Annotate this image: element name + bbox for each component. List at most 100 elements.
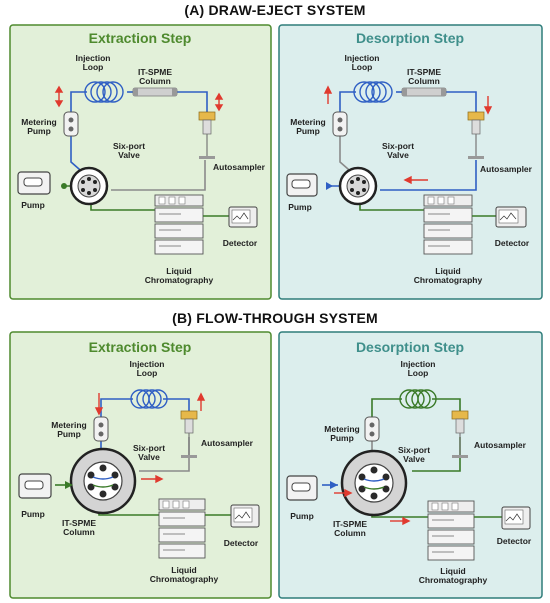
metering-pump: [364, 416, 380, 442]
column-label: Column: [63, 527, 95, 537]
flow-arrow: [214, 92, 224, 112]
injection-loop: [353, 81, 393, 103]
step-title: Desorption Step: [356, 30, 464, 46]
detector: [205, 504, 260, 528]
detector: [474, 506, 531, 530]
it-spme-column: [132, 87, 178, 97]
injection-loop-label: Loop: [83, 62, 104, 72]
detector-label: Detector: [223, 238, 258, 248]
flow-arrow: [323, 85, 333, 104]
lc-label: Liquid: [166, 266, 192, 276]
pump: [17, 171, 67, 195]
step-title: Extraction Step: [89, 339, 192, 355]
column-label: Column: [139, 76, 171, 86]
autosampler-label: Autosampler: [474, 440, 527, 450]
liquid-chromatograph: [158, 498, 206, 559]
panel-frame: [9, 331, 272, 599]
detector-label: Detector: [495, 238, 530, 248]
liquid-chromatograph: [154, 194, 204, 255]
six-port-valve: [338, 166, 378, 206]
pump-label: Pump: [21, 200, 45, 210]
flow-arrow: [483, 96, 493, 115]
flow-arrow: [334, 488, 353, 498]
lc-label: Chromatography: [414, 275, 483, 285]
metering-pump-label: Pump: [57, 429, 81, 439]
detector-label: Detector: [224, 538, 259, 548]
lc-label: Chromatography: [145, 275, 214, 285]
flow-arrow: [141, 474, 164, 484]
valve-label: Six-port: [382, 141, 414, 151]
column-label: IT-SPME: [333, 519, 367, 529]
metering-pump-label: Metering: [290, 117, 325, 127]
injection-loop: [84, 81, 124, 103]
pump-label: Pump: [21, 509, 45, 519]
metering-pump: [63, 111, 79, 137]
section-title-draw-eject: (A) DRAW-EJECT SYSTEM: [184, 2, 366, 18]
step-title: Desorption Step: [356, 339, 464, 355]
injection-loop-label: Injection: [130, 359, 165, 369]
pump: [18, 473, 73, 499]
autosampler: [198, 111, 216, 159]
valve-label: Valve: [403, 454, 425, 464]
valve-label: Valve: [387, 150, 409, 160]
autosampler-label: Autosampler: [213, 162, 266, 172]
injection-loop-label: Injection: [401, 359, 436, 369]
autosampler: [467, 111, 485, 159]
lc-label: Liquid: [435, 266, 461, 276]
flow-arrow: [196, 392, 206, 411]
panel-b-desorption: Desorption Step Injection Loop Metering …: [278, 331, 543, 599]
liquid-chromatograph: [423, 194, 473, 255]
six-port-valve: [69, 447, 137, 515]
panel-b-extraction: Extraction Step Injection Loop Metering …: [9, 331, 272, 599]
six-port-valve: [69, 166, 109, 206]
flow-arrow: [403, 175, 428, 185]
metering-pump: [332, 111, 348, 137]
pump-label: Pump: [288, 202, 312, 212]
lc-label: Liquid: [440, 566, 466, 576]
column-label: IT-SPME: [138, 67, 172, 77]
lc-label: Liquid: [171, 565, 197, 575]
valve-label: Six-port: [113, 141, 145, 151]
column-label: Column: [408, 76, 440, 86]
metering-pump-label: Pump: [27, 126, 51, 136]
section-title-flow-through: (B) FLOW-THROUGH SYSTEM: [172, 310, 378, 326]
valve-label: Valve: [138, 452, 160, 462]
flow-arrow: [390, 516, 411, 526]
detector-label: Detector: [497, 536, 532, 546]
it-spme-column: [401, 87, 447, 97]
metering-pump: [93, 416, 109, 442]
injection-loop: [130, 389, 168, 409]
panel-frame: [9, 24, 272, 300]
metering-pump-label: Pump: [330, 433, 354, 443]
metering-pump-label: Pump: [296, 126, 320, 136]
autosampler: [451, 410, 469, 458]
liquid-chromatograph: [427, 500, 475, 561]
injection-loop-label: Loop: [352, 62, 373, 72]
column-label: IT-SPME: [62, 518, 96, 528]
metering-pump-label: Metering: [324, 424, 359, 434]
step-title: Extraction Step: [89, 30, 192, 46]
detector: [203, 206, 258, 228]
panel-a-desorption: Desorption Step Injection Loop IT-SPME C…: [278, 24, 543, 300]
panel-frame: [278, 331, 543, 599]
valve-label: Valve: [118, 150, 140, 160]
autosampler-label: Autosampler: [480, 164, 533, 174]
metering-pump-label: Metering: [51, 420, 86, 430]
valve-label: Six-port: [133, 443, 165, 453]
six-port-valve: [340, 449, 408, 517]
lc-label: Chromatography: [419, 575, 488, 585]
panel-a-extraction: Extraction Step Injection Loop IT-SPME C…: [9, 24, 272, 300]
injection-loop-label: Loop: [137, 368, 158, 378]
lc-label: Chromatography: [150, 574, 219, 584]
tubing: [64, 91, 208, 211]
detector: [472, 206, 527, 228]
autosampler: [180, 410, 198, 458]
column-label: Column: [334, 528, 366, 538]
flow-arrow: [54, 85, 64, 108]
injection-loop: [399, 389, 437, 409]
injection-loop-label: Loop: [408, 368, 429, 378]
metering-pump-label: Metering: [21, 117, 56, 127]
injection-loop-label: Injection: [76, 53, 111, 63]
valve-label: Six-port: [398, 445, 430, 455]
pump: [286, 475, 338, 501]
